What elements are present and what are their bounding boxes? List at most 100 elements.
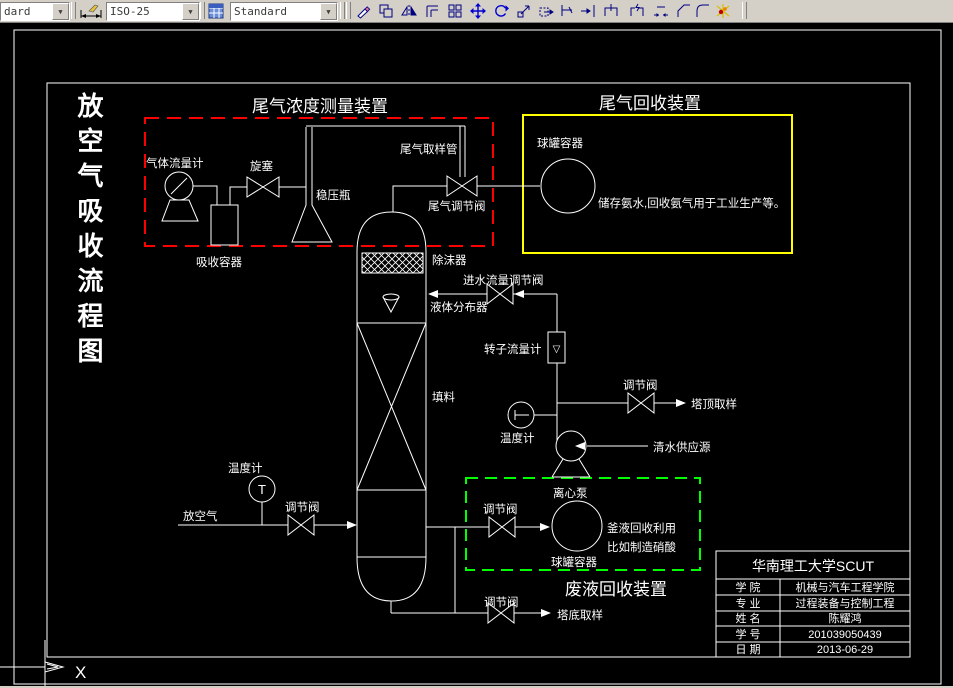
move-icon	[470, 3, 486, 19]
break-at-point-button[interactable]	[600, 1, 622, 21]
toolbar-grip[interactable]	[346, 2, 351, 19]
toolbar: dard ▼ ISO-25 ▼ Standard	[0, 0, 953, 23]
titleblock-label: 学 号	[735, 627, 760, 641]
explode-button[interactable]	[712, 1, 734, 21]
break-button[interactable]	[626, 1, 648, 21]
tailgas-valve-label: 尾气调节阀	[428, 199, 486, 213]
move-button[interactable]	[467, 1, 489, 21]
trim-icon	[561, 5, 573, 16]
inlet-water-valve-symbol	[486, 282, 514, 306]
column-shell	[356, 252, 427, 557]
dim-style-combo[interactable]: ISO-25 ▼	[106, 2, 200, 21]
university-name: 华南理工大学SCUT	[752, 558, 875, 574]
toolbar-grip[interactable]	[71, 2, 76, 19]
offset-button[interactable]	[421, 1, 443, 21]
chevron-down-icon[interactable]: ▼	[182, 3, 199, 20]
flow-arrow	[575, 442, 585, 450]
combo-value: ISO-25	[110, 5, 150, 18]
kettle-note-1: 釜液回收利用	[607, 521, 676, 535]
measurement-device-box	[144, 117, 494, 247]
table-style-combo[interactable]: Standard ▼	[230, 2, 338, 21]
centrifugal-pump-symbol	[555, 430, 587, 462]
flow-arrow	[676, 399, 686, 407]
titleblock-label: 姓 名	[735, 611, 760, 625]
tailgas-recovery-box	[522, 114, 793, 254]
trim-button[interactable]	[556, 1, 578, 21]
outer-border	[13, 29, 942, 685]
model-space-background	[0, 22, 953, 688]
titleblock-value: 机械与汽车工程学院	[796, 580, 895, 594]
thermometer-left-mark: T	[258, 482, 266, 497]
chamfer-icon	[677, 4, 690, 17]
tailgas-valve-symbol	[446, 175, 478, 197]
liquid-distributor-symbol	[382, 296, 400, 314]
chamfer-button[interactable]	[673, 1, 695, 21]
drawing-vertical-title: 放空气吸收流程图	[74, 92, 104, 372]
chevron-down-icon[interactable]: ▼	[52, 3, 69, 20]
top-sample-valve-label: 调节阀	[623, 378, 658, 392]
tower-top-sample-label: 塔顶取样	[691, 397, 737, 411]
cock-valve-label: 旋塞	[250, 159, 273, 173]
left-valve-symbol	[287, 513, 315, 537]
array-button[interactable]	[444, 1, 466, 21]
pipe	[193, 185, 247, 205]
sphere-tank-bottom-label: 球罐容器	[551, 555, 597, 569]
chevron-down-icon[interactable]: ▼	[320, 3, 337, 20]
fillet-button[interactable]	[692, 1, 714, 21]
extend-button[interactable]	[577, 1, 599, 21]
tailgas-sampling-tube	[306, 125, 466, 177]
array-icon	[448, 4, 462, 18]
dimension-style-icon	[80, 4, 101, 18]
waste-box-title: 废液回收装置	[565, 580, 667, 599]
left-valve-label: 调节阀	[285, 500, 320, 514]
combo-value: Standard	[234, 5, 287, 18]
pump-base	[551, 458, 591, 478]
dim-style-manager-button[interactable]	[77, 1, 104, 21]
waste-valve-label: 调节阀	[483, 502, 518, 516]
erase-button[interactable]	[352, 1, 374, 21]
titleblock-label: 学 院	[735, 580, 760, 594]
title-block: 华南理工大学SCUT 学 院 机械与汽车工程学院 专 业 过程装备与控制工程 姓…	[715, 550, 911, 658]
toolbar-grip[interactable]	[200, 2, 205, 19]
join-button[interactable]	[650, 1, 672, 21]
stabilizer-bottle-symbol	[291, 127, 333, 243]
top-sample-valve-symbol	[627, 391, 655, 415]
titleblock-label: 专 业	[735, 596, 760, 610]
dim-style-combo-partial[interactable]: dard ▼	[0, 2, 70, 21]
status-strip	[0, 686, 953, 688]
sphere-tank-top-label: 球罐容器	[537, 136, 583, 150]
inlet-water-valve-label: 进水流量调节阀	[463, 273, 544, 287]
toolbar-grip[interactable]	[340, 2, 345, 19]
bottom-sample-valve-label: 调节阀	[484, 595, 519, 609]
sampling-tube-label: 尾气取样管	[400, 142, 458, 156]
copy-button[interactable]	[375, 1, 397, 21]
measurement-box-title: 尾气浓度测量装置	[252, 97, 388, 116]
rotate-button[interactable]	[490, 1, 512, 21]
mirror-button[interactable]	[398, 1, 420, 21]
sphere-tank-bottom-symbol	[551, 500, 603, 552]
absorb-vessel-label: 吸收容器	[196, 255, 242, 269]
tower-bottom-sample-label: 塔底取样	[557, 608, 603, 622]
clean-water-source-label: 清水供应源	[653, 440, 711, 454]
gas-flowmeter-base	[161, 199, 199, 222]
scale-button[interactable]	[513, 1, 535, 21]
fillet-icon	[696, 4, 709, 17]
column-top-dome	[356, 211, 427, 253]
flow-arrow	[541, 609, 551, 617]
demister-label: 除沫器	[432, 253, 467, 267]
waste-recovery-box	[465, 477, 701, 571]
recovery-box-title: 尾气回收装置	[599, 94, 701, 113]
break-icon	[630, 3, 644, 16]
demister-symbol	[361, 252, 424, 274]
flow-arrow	[540, 523, 550, 531]
stretch-button[interactable]	[536, 1, 558, 21]
absorb-vessel-symbol	[210, 204, 239, 246]
vent-air-label: 放空气	[183, 509, 218, 523]
rotameter-float: ▽	[553, 344, 561, 355]
toolbar-grip[interactable]	[742, 2, 747, 19]
ammonia-note: 储存氨水,回收氨气用于工业生产等。	[598, 196, 785, 210]
break-at-point-icon	[604, 4, 618, 16]
table-style-button[interactable]	[204, 1, 228, 21]
packing-symbol	[356, 322, 427, 491]
